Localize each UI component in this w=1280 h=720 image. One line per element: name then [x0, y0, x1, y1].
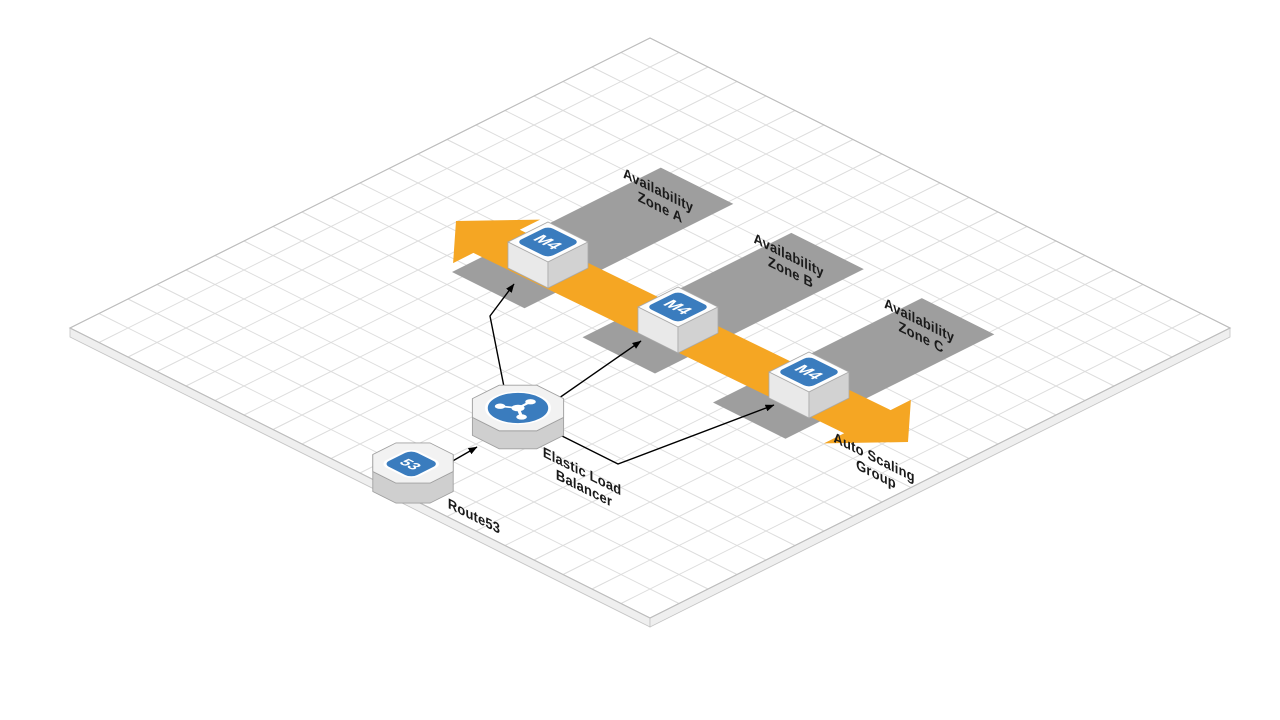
ec2-instance-b: M4 — [637, 286, 719, 354]
connector-elb-to-instance-b — [548, 340, 642, 406]
connector-elb-to-instance-c — [537, 404, 775, 465]
route53-icon: 53 — [372, 442, 454, 504]
plane-outline — [68, 37, 1232, 619]
connector-elb-to-instance-a — [489, 283, 515, 398]
cube-right-face — [677, 306, 719, 354]
m4-badge — [777, 356, 841, 388]
cube-right-face — [547, 241, 589, 289]
m4-badge — [516, 226, 580, 258]
m4-badge — [646, 291, 710, 323]
cube-right-face — [808, 371, 850, 419]
load-balancer-nodes-icon — [494, 399, 536, 420]
route53-badge — [383, 450, 439, 478]
ec2-instance-c: M4 — [768, 351, 850, 419]
elastic-load-balancer-icon — [471, 384, 565, 450]
ec2-instance-a: M4 — [507, 221, 589, 289]
